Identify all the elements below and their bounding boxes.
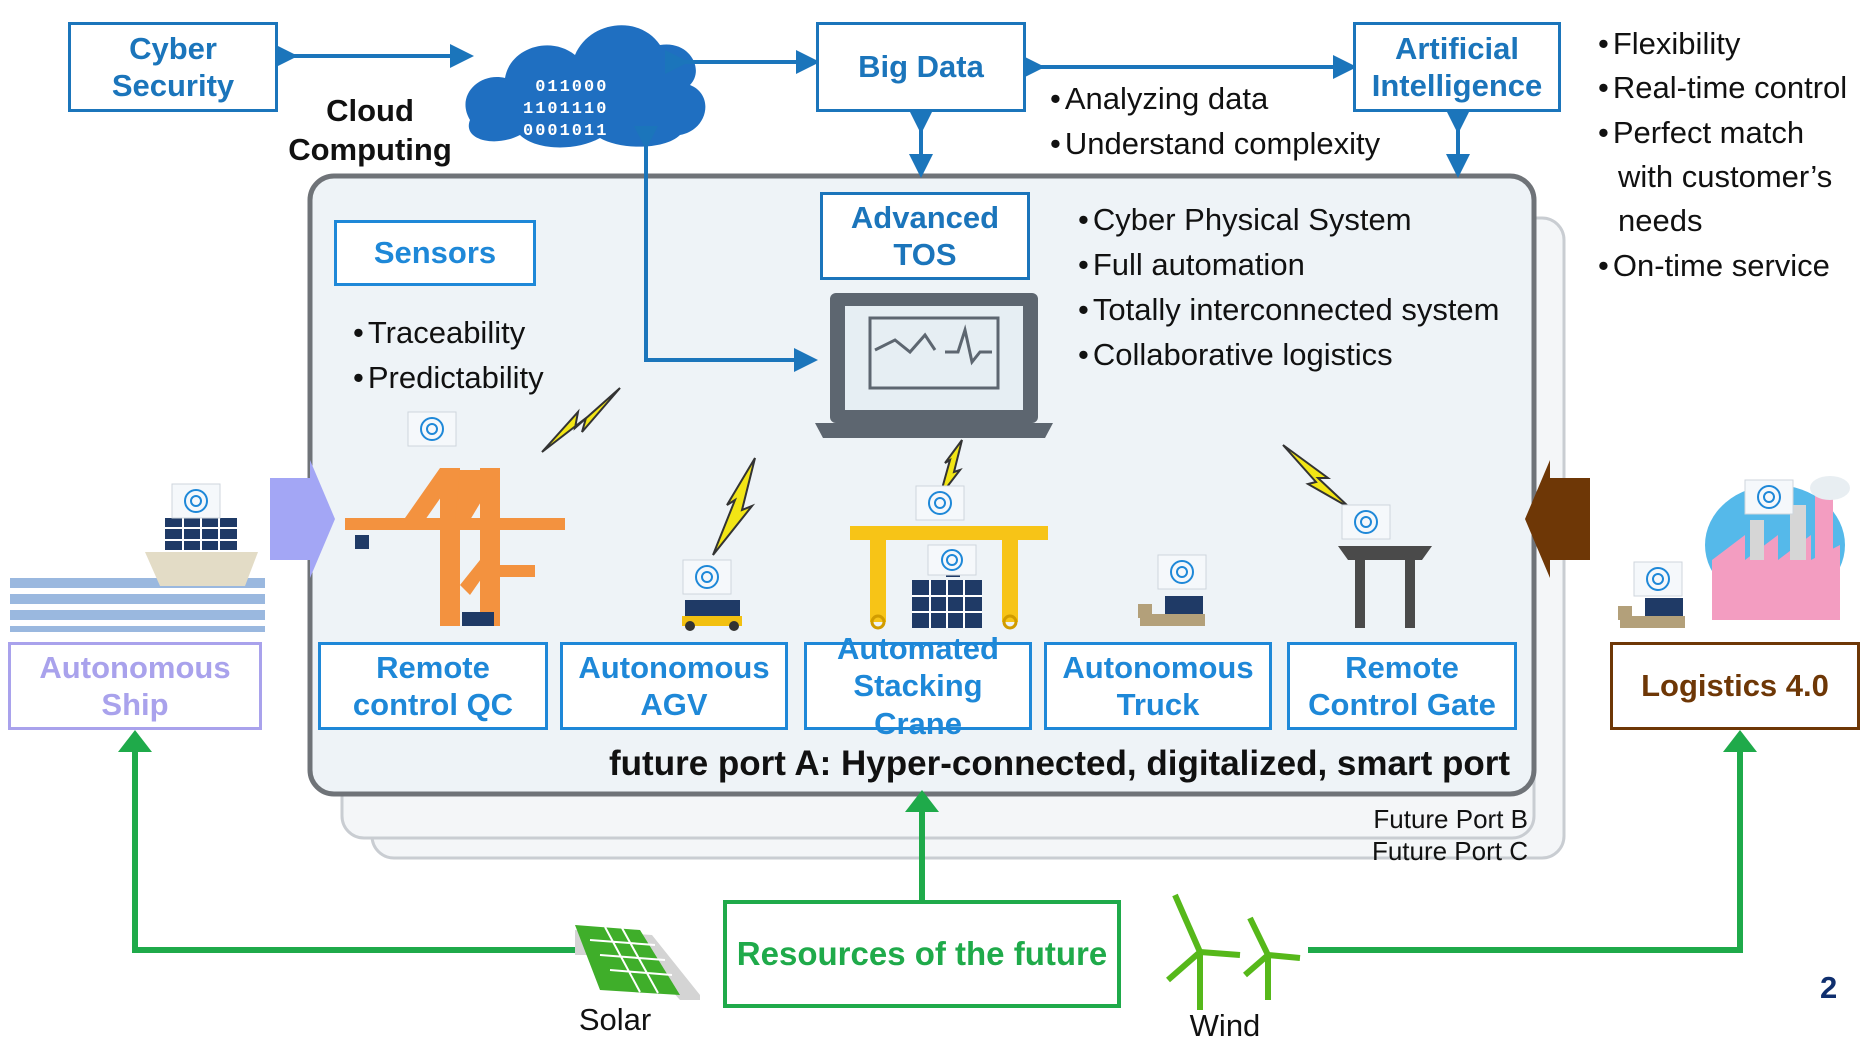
- big-data-box: Big Data: [816, 22, 1026, 112]
- sensors-box: Sensors: [334, 220, 536, 286]
- gate-icon: [1338, 546, 1432, 628]
- artificial-intelligence-box: Artificial Intelligence: [1353, 22, 1561, 112]
- port-a-caption: future port A: Hyper-connected, digitali…: [609, 744, 1510, 783]
- cloud-icon: [465, 25, 706, 148]
- truck-icon: [1138, 596, 1205, 626]
- autonomous-agv-box: Autonomous AGV: [560, 642, 788, 730]
- solar-label: Solar: [578, 1002, 652, 1037]
- wind-label: Wind: [1189, 1008, 1261, 1042]
- arrow-wind-logistics: [1308, 746, 1743, 953]
- quay-crane-icon: [345, 468, 565, 626]
- cloud-computing-label: Cloud Computing: [288, 93, 452, 167]
- arrow-logistics-in: [1525, 460, 1590, 578]
- autonomous-ship-box: Autonomous Ship: [8, 642, 262, 730]
- remote-control-gate-box: Remote Control Gate: [1287, 642, 1517, 730]
- arrow-ship-in: [270, 460, 335, 578]
- resources-box: Resources of the future: [723, 900, 1121, 1008]
- big-data-bullets: Analyzing dataUnderstand complexity: [1050, 77, 1380, 167]
- solar-panel-icon: [575, 925, 700, 1000]
- cyber-security-box: Cyber Security: [68, 22, 278, 112]
- automated-stacking-crane-box: Automated Stacking Crane: [804, 631, 1032, 741]
- ai-bullets: Flexibility Real-time control Perfect ma…: [1598, 22, 1858, 288]
- ship-icon: [10, 518, 265, 632]
- wind-turbine-icon: [1166, 893, 1301, 1010]
- logistics-truck-icon: [1618, 598, 1685, 628]
- logistics-box: Logistics 4.0: [1610, 642, 1860, 730]
- agv-icon: [682, 600, 742, 631]
- stacking-crane-icon: [850, 526, 1048, 630]
- factory-icon: [1705, 476, 1850, 620]
- sensor-bullets: TraceabilityPredictability: [353, 311, 544, 401]
- remote-control-qc-box: Remote control QC: [318, 642, 548, 730]
- arrow-solar-ship: [132, 746, 575, 953]
- page-number: 2: [1820, 970, 1838, 1005]
- arrow-cloud-tos: [634, 126, 818, 372]
- tos-bullets: Cyber Physical SystemFull automation Tot…: [1078, 198, 1500, 378]
- port-c-caption: Future Port C: [1371, 836, 1528, 866]
- port-b-caption: Future Port B: [1373, 804, 1528, 834]
- advanced-tos-box: Advanced TOS: [820, 192, 1030, 280]
- laptop-icon: [815, 293, 1053, 438]
- autonomous-truck-box: Autonomous Truck: [1044, 642, 1272, 730]
